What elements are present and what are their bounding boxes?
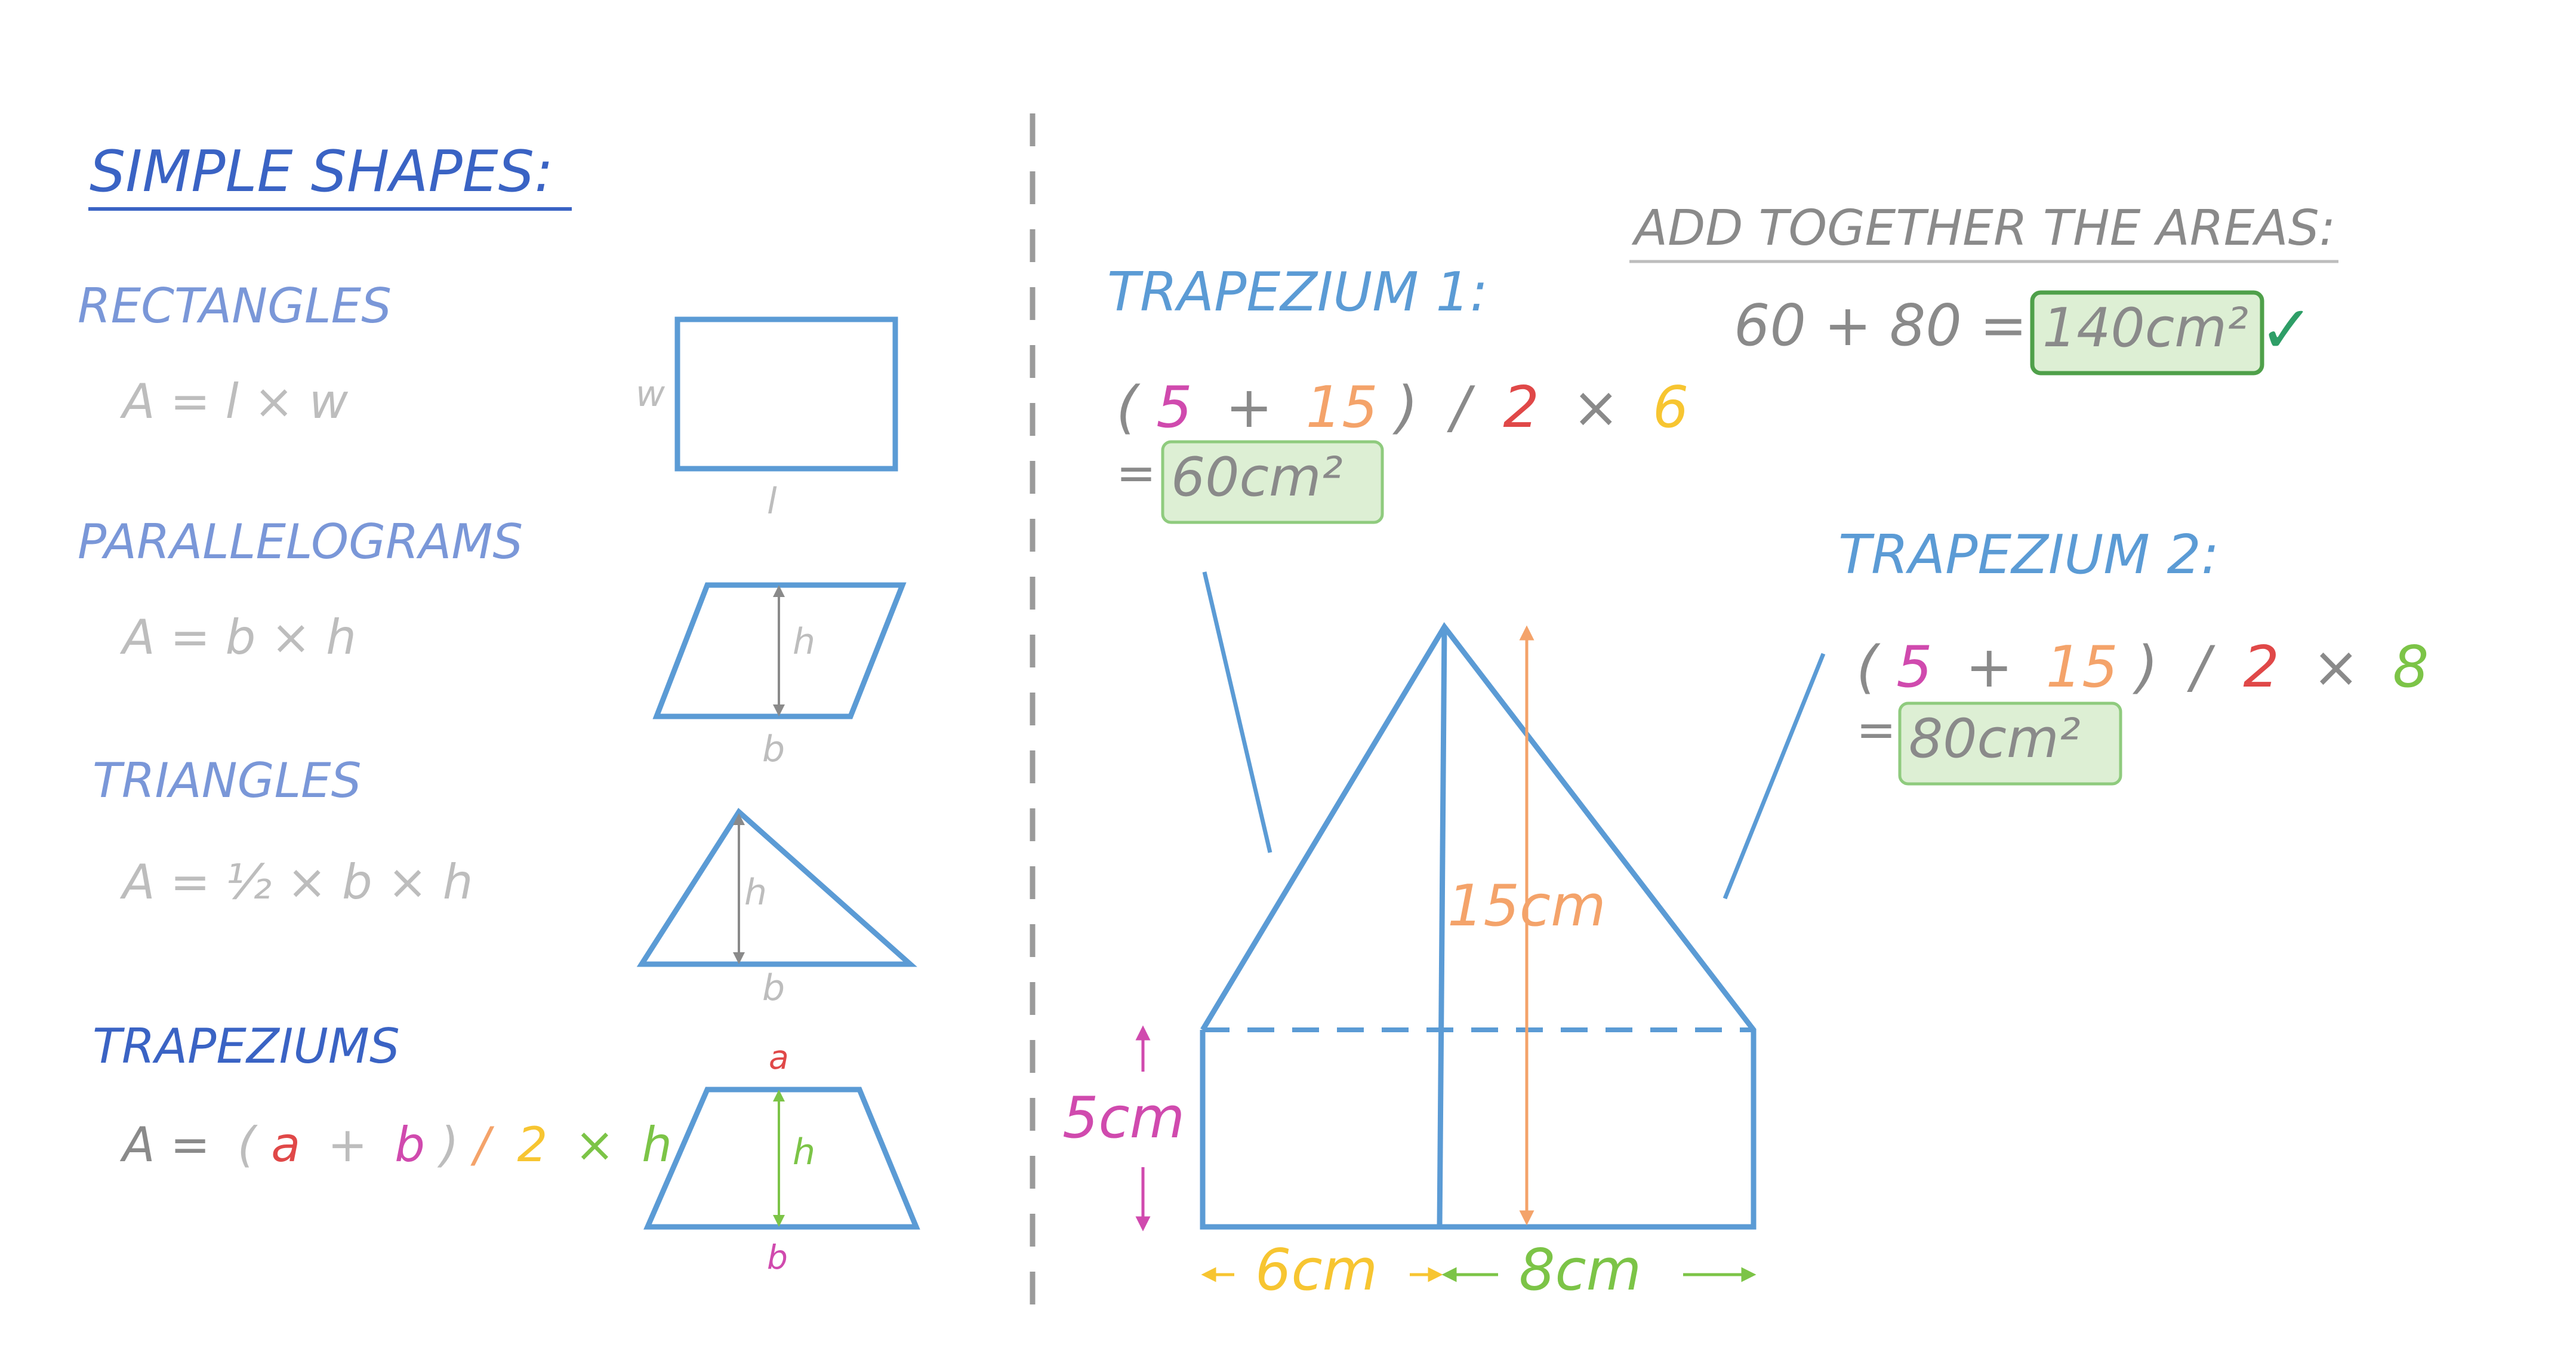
triangles-label: TRIANGLES xyxy=(93,753,362,808)
triangle-b-label: b xyxy=(762,967,785,1009)
triangle-shape xyxy=(636,808,917,967)
t1-open: ( xyxy=(1116,375,1141,441)
formula-slash: / xyxy=(470,1117,495,1173)
parallelogram-h-label: h xyxy=(793,621,815,663)
apex-height-label: 15cm xyxy=(1447,873,1606,939)
formula-b: b xyxy=(395,1117,425,1173)
formula-plus: + xyxy=(328,1117,368,1173)
rectangle-shape xyxy=(674,316,898,472)
trapezium2-title: TRAPEZIUM 2: xyxy=(1838,524,2219,586)
t2-close: ) xyxy=(2133,635,2158,700)
formula-open: ( xyxy=(238,1117,258,1173)
t1-slash: / xyxy=(1447,375,1475,441)
composite-centre-line xyxy=(1437,626,1447,1227)
trapezium2-eq: = xyxy=(1856,702,1896,758)
trapezium1-result: 60cm² xyxy=(1171,446,1343,509)
formula-times: × xyxy=(575,1117,615,1173)
trapeziums-label: TRAPEZIUMS xyxy=(93,1019,400,1074)
composite-outline xyxy=(1200,622,1757,1230)
trapezium2-result-box xyxy=(1898,701,2122,786)
formula-a: a xyxy=(271,1117,300,1173)
total-result: 140cm² xyxy=(2042,297,2248,359)
trapezium1-pointer xyxy=(1202,571,1272,853)
sum-text: 60 + 80 = xyxy=(1734,293,2027,359)
t2-two: 2 xyxy=(2243,635,2279,700)
trapezium1-calc: ( 5 + 15 ) / 2 × 6 xyxy=(1116,375,1688,441)
parallelogram-formula: A = b × h xyxy=(119,610,356,665)
trapezium-h-label: h xyxy=(793,1131,815,1173)
t2-b: 15 xyxy=(2046,635,2118,700)
trapezium-a-label: a xyxy=(769,1038,789,1076)
triangle-h-label: h xyxy=(744,872,767,913)
formula-h: h xyxy=(642,1117,672,1173)
parallelogram-shape xyxy=(652,582,907,719)
t1-close: ) xyxy=(1392,375,1418,441)
t2-a: 5 xyxy=(1896,635,1932,700)
parallelograms-label: PARALLELOGRAMS xyxy=(78,514,523,570)
t1-a: 5 xyxy=(1156,375,1192,441)
rectangle-w-label: w xyxy=(636,373,665,415)
formula-two: 2 xyxy=(517,1117,547,1173)
t1-two: 2 xyxy=(1503,375,1539,441)
rectangle-formula: A = l × w xyxy=(119,374,349,429)
add-areas-heading: ADD TOGETHER THE AREAS: xyxy=(1631,200,2335,257)
trapezium1-result-box xyxy=(1161,440,1384,524)
total-result-box xyxy=(2030,290,2264,376)
simple-shapes-title: SIMPLE SHAPES: xyxy=(90,139,553,205)
t2-times: × xyxy=(2312,635,2360,700)
t2-h: 8 xyxy=(2393,635,2429,700)
trapezium-shape xyxy=(643,1087,920,1230)
right-width-label: 8cm xyxy=(1519,1238,1641,1303)
trapezium2-result: 80cm² xyxy=(1909,707,2081,770)
formula-a-eq: A = xyxy=(119,1117,210,1173)
t1-b: 15 xyxy=(1306,375,1378,441)
left-height-label: 5cm xyxy=(1062,1085,1185,1151)
t2-slash: / xyxy=(2187,635,2216,700)
t1-times: × xyxy=(1572,375,1620,441)
trapezium-b-label: b xyxy=(767,1238,788,1276)
trapezium1-title: TRAPEZIUM 1: xyxy=(1107,261,1488,324)
t1-plus: + xyxy=(1225,375,1273,441)
left-width-label: 6cm xyxy=(1255,1238,1378,1303)
trapezium2-pointer xyxy=(1723,653,1826,900)
t2-plus: + xyxy=(1965,635,2013,700)
trapezium-formula: A = ( a + b ) / 2 × h xyxy=(119,1117,672,1173)
formula-close: ) xyxy=(437,1117,458,1173)
rectangles-label: RECTANGLES xyxy=(78,278,392,334)
trapezium2-calc: ( 5 + 15 ) / 2 × 8 xyxy=(1856,635,2429,700)
t2-open: ( xyxy=(1856,635,1881,700)
check-icon: ✓ xyxy=(2259,291,2314,368)
trapezium1-eq: = xyxy=(1116,445,1156,501)
parallelogram-b-label: b xyxy=(762,728,785,770)
rectangle-l-label: l xyxy=(767,481,777,522)
t1-h: 6 xyxy=(1653,375,1688,441)
triangle-formula: A = ½ × b × h xyxy=(119,854,473,910)
